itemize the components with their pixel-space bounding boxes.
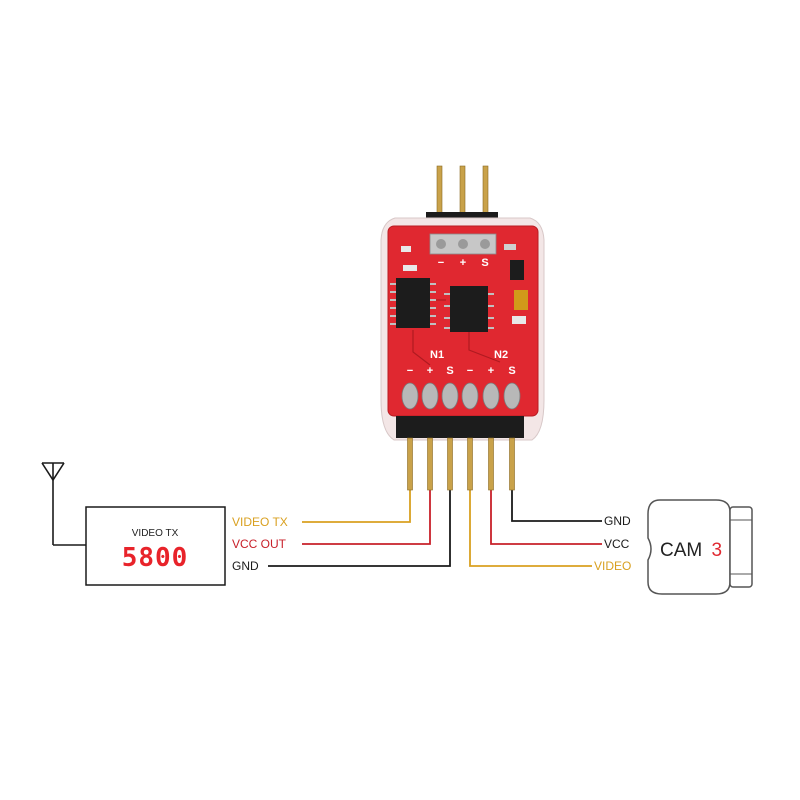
bottom-sign-4: − [467,365,473,377]
transmitter-title: VIDEO TX [132,528,179,539]
label-n1: N1 [430,349,444,361]
label-vcc: VCC [604,537,630,551]
top-pads [429,233,497,255]
label-n2: N2 [494,349,508,361]
wire-gnd-right [511,490,602,522]
label-gnd-left: GND [232,559,259,573]
bottom-sign-2: + [427,365,433,377]
transmitter-box [85,506,226,586]
camera-number: 3 [712,540,723,561]
wire-gnd-left [268,490,451,567]
camera: CAM 3 [647,499,753,595]
wires [268,490,602,567]
wire-video [469,490,592,567]
ic-chip-right [444,286,494,332]
top-sign-s: S [481,257,488,269]
label-video-tx: VIDEO TX [232,515,288,529]
top-sign-plus: + [460,257,466,269]
label-gnd-right: GND [604,514,631,528]
antenna-icon [41,462,86,546]
ic-chip-left [390,278,436,328]
camera-name: CAM [660,540,702,561]
wire-vcc-out [302,490,431,545]
bottom-sign-6: S [508,365,515,377]
bottom-header [396,416,524,438]
bottom-header-pins [407,437,515,491]
transmitter-frequency: 5800 [122,543,189,573]
bottom-sign-1: − [407,365,413,377]
wire-video-tx [302,490,411,523]
top-sign-minus: − [438,257,444,269]
bottom-solder-pads [401,382,521,410]
bottom-sign-5: + [488,365,494,377]
label-vcc-out: VCC OUT [232,537,287,551]
switcher-module: − + S [380,165,545,491]
camera-lens [729,506,753,588]
label-video: VIDEO [594,559,631,573]
bottom-sign-3: S [446,365,453,377]
camera-label: CAM 3 [660,540,722,561]
wire-vcc [490,490,602,545]
video-transmitter: VIDEO TX 5800 [85,506,226,586]
